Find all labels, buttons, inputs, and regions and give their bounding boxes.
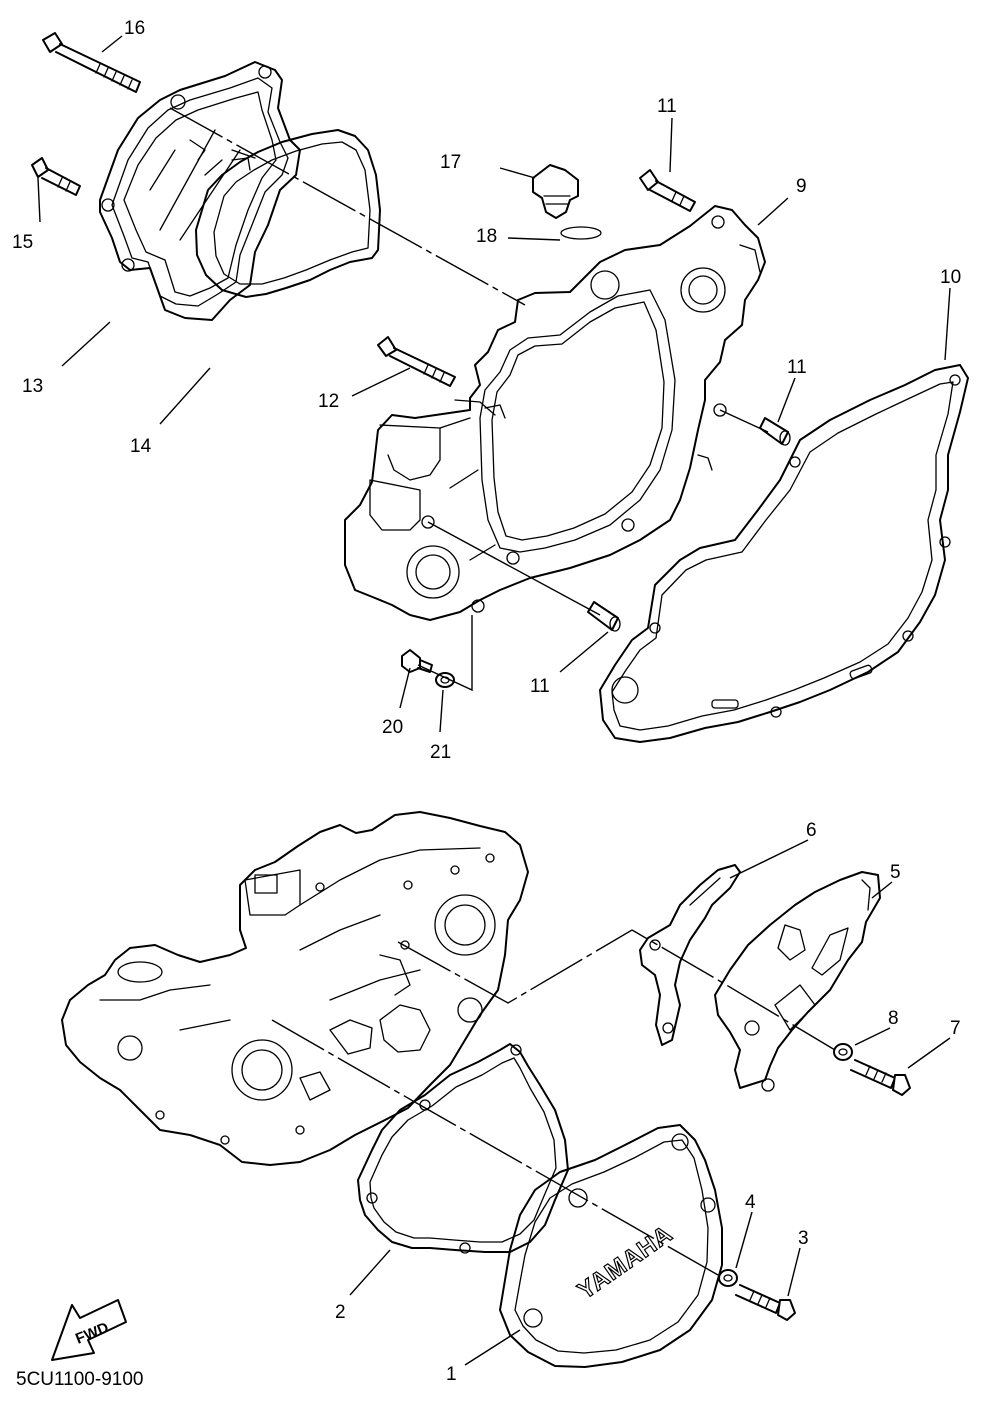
fwd-arrow-icon: FWD [51,1299,127,1361]
callout-5: 5 [890,862,901,883]
callout-8: 8 [888,1008,899,1029]
bolt-13 [377,336,456,387]
callout-9: 9 [796,176,807,197]
bolt-17 [42,32,141,93]
bolt-12 [639,169,696,212]
yamaha-brand-text: YAMAHA [573,1220,678,1305]
o-ring-15 [195,129,381,298]
callout-11-lower: 11 [530,676,550,697]
fwd-label: FWD [73,1319,111,1348]
callout-14: 13 [22,376,43,397]
bolt-3 [735,1284,796,1321]
washer-4 [718,1269,738,1287]
bolt-7 [850,1059,911,1096]
dowel-pin-11b [587,601,621,632]
callout-4: 4 [745,1192,756,1213]
callout-leaders [37,35,951,1366]
gasket-2 [357,1043,569,1254]
callout-10: 10 [940,267,961,288]
callout-16: 15 [12,232,33,253]
callout-19: 18 [476,226,497,247]
callout-6: 6 [806,820,817,841]
clutch-cover-outer [99,61,301,321]
drain-bolt-20 [401,649,433,673]
callout-12: 11 [657,96,677,117]
callout-15: 14 [130,436,152,457]
generator-cover-1: YAMAHA [499,1124,723,1368]
sprocket-cover-5 [714,871,881,1092]
callout-2: 2 [335,1302,346,1323]
document-code: 5CU1100-9100 [16,1369,143,1390]
callout-3: 3 [798,1228,809,1249]
callout-7: 7 [950,1018,961,1039]
crankcase-block [61,811,529,1166]
dowel-pin-11a [759,417,791,446]
bolt-16 [31,157,81,196]
callout-11-upper: 11 [787,357,807,378]
callout-1: 1 [446,1364,457,1385]
callout-18: 17 [440,152,461,173]
callout-17: 16 [124,18,145,39]
gasket-10 [599,364,969,743]
sprocket-guide-6 [639,864,741,1046]
callout-21: 21 [430,742,451,763]
callout-13: 12 [318,391,339,412]
callout-labels: 16 15 13 14 17 18 11 9 10 11 12 11 20 21… [12,18,961,1385]
crankcase-cover-9 [344,205,766,621]
washer-8 [833,1043,853,1061]
oil-filler-cap-18 [532,164,602,240]
callout-20: 20 [382,717,403,738]
